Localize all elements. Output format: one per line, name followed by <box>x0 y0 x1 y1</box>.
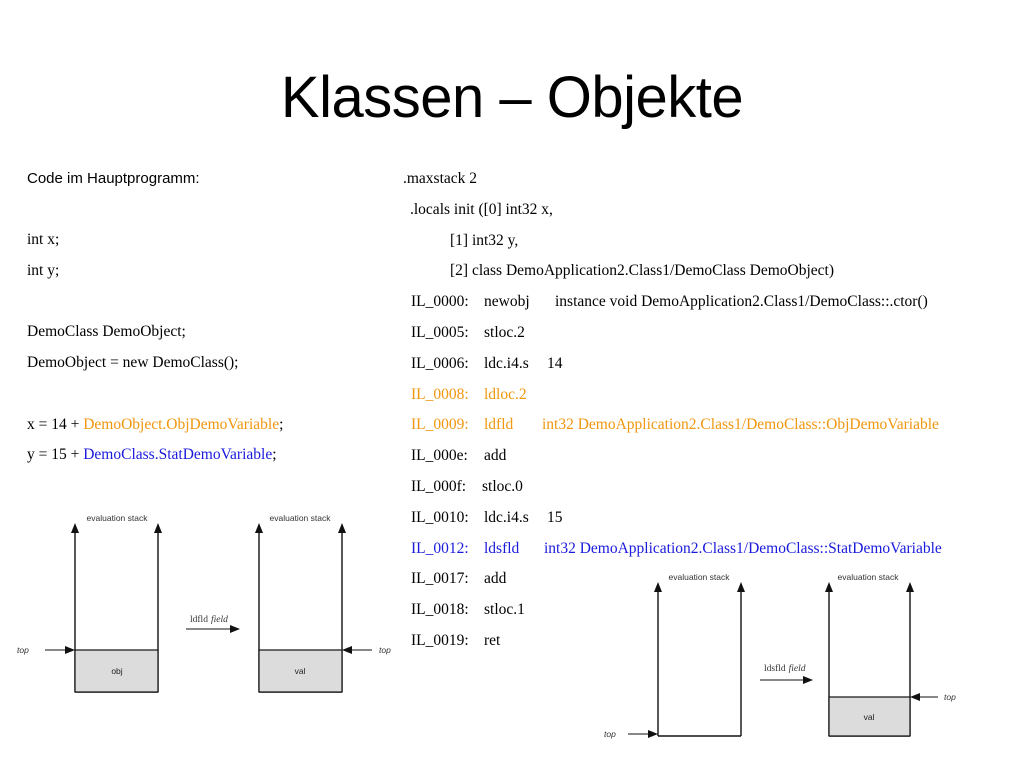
stack-cell-label: obj <box>111 666 122 676</box>
il-opcode: stloc.0 <box>482 477 523 495</box>
il-opcode: stloc.1 <box>484 601 525 619</box>
code-line-declaration: DemoClass DemoObject; <box>27 323 186 341</box>
il-text: [2] class DemoApplication2.Class1/DemoCl… <box>450 262 834 280</box>
il-label: IL_0006: <box>411 354 469 372</box>
il-text: .maxstack 2 <box>403 170 478 187</box>
il-row: IL_0019: ret <box>400 630 1020 661</box>
ldfld-stack-before: evaluation stack obj top <box>17 513 162 693</box>
il-operand: int32 DemoApplication2.Class1/DemoClass:… <box>542 416 939 434</box>
il-opcode: ldsfld <box>484 539 520 557</box>
il-opcode: ldloc.2 <box>484 385 527 403</box>
il-row-ldsfld-highlight: IL_0012: ldsfld int32 DemoApplication2.Cla… <box>400 538 1020 569</box>
stack-label: evaluation stack <box>270 513 332 523</box>
il-label: IL_0018: <box>411 601 469 619</box>
il-opcode: ldc.i4.s <box>484 354 529 372</box>
il-row: IL_0006: ldc.i4.s 14 <box>400 353 1020 384</box>
il-opcode: ldc.i4.s <box>484 508 529 526</box>
il-opcode: stloc.2 <box>484 323 525 341</box>
il-locals-2: [2] class DemoApplication2.Class1/DemoCl… <box>400 260 1020 291</box>
code-heading: Code im Hauptprogramm: <box>27 170 200 187</box>
top-label: top <box>604 729 616 739</box>
stack-cell-label: val <box>864 712 875 722</box>
ldfld-stack-after: evaluation stack val top <box>255 513 391 693</box>
slide-title: Klassen – Objekte <box>280 65 744 130</box>
il-label: IL_0012: <box>411 539 469 557</box>
ldsfld-stack-after: evaluation stack val top <box>825 572 956 737</box>
il-row: IL_000e: add <box>400 445 1020 476</box>
il-text: .locals init ([0] int32 x, <box>410 200 553 218</box>
stack-label: evaluation stack <box>87 513 149 523</box>
il-locals-0: .locals init ([0] int32 x, <box>400 199 1020 230</box>
stack-cell <box>74 649 159 693</box>
top-label: top <box>944 692 956 702</box>
stack-label: evaluation stack <box>669 572 731 582</box>
code-text: x = 14 + <box>27 415 84 433</box>
il-text: [1] int32 y, <box>450 231 519 249</box>
il-operand: instance void DemoApplication2.Class1/De… <box>555 293 928 311</box>
il-maxstack: .maxstack 2 <box>400 168 1020 199</box>
stack-cell <box>828 696 911 737</box>
il-opcode: add <box>484 570 507 588</box>
il-row: IL_0005: stloc.2 <box>400 322 1020 353</box>
il-operand: 14 <box>547 354 563 372</box>
il-row: IL_0000: newobj instance void DemoApplicat… <box>400 291 1020 322</box>
code-line-int-y: int y; <box>27 262 60 280</box>
code-line-x-assign: x = 14 + DemoObject.ObjDemoVariable; <box>27 414 387 445</box>
il-label: IL_0017: <box>411 570 469 588</box>
il-label: IL_0008: <box>411 385 469 403</box>
top-label: top <box>379 645 391 655</box>
il-locals-1: [1] int32 y, <box>400 230 1020 261</box>
il-label: IL_0009: <box>411 416 469 434</box>
il-operand: int32 DemoApplication2.Class1/DemoClass:… <box>544 539 942 557</box>
code-text: ; <box>272 446 277 464</box>
code-text: ; <box>279 415 284 433</box>
il-label: IL_0005: <box>411 323 469 341</box>
il-opcode: ret <box>484 631 501 649</box>
code-line-int-x: int x; <box>27 231 60 249</box>
ldsfld-stack-before: evaluation stack top <box>604 572 745 739</box>
stack-cell-label: val <box>295 666 306 676</box>
stack-label: evaluation stack <box>838 572 900 582</box>
il-label: IL_0000: <box>411 293 469 311</box>
il-label: IL_000e: <box>411 447 468 465</box>
il-row-ldfld-highlight: IL_0009: ldfld int32 DemoApplication2.Clas… <box>400 414 1020 445</box>
il-operand: 15 <box>547 508 563 526</box>
il-code-panel: .maxstack 2 .locals init ([0] int32 x, [… <box>400 168 1020 661</box>
il-opcode: ldfld <box>484 416 514 434</box>
il-label: IL_0019: <box>411 631 469 649</box>
il-row-ldloc-highlight: IL_0008: ldloc.2 <box>400 384 1020 415</box>
csharp-code-panel: Code im Hauptprogramm: int x; int y; Dem… <box>27 168 387 475</box>
code-line-new-object: DemoObject = new DemoClass(); <box>27 354 239 372</box>
code-text: y = 15 + <box>27 446 84 464</box>
il-opcode: newobj <box>484 293 530 311</box>
il-label: IL_000f: <box>411 477 467 495</box>
il-row: IL_000f: stloc.0 <box>400 476 1020 507</box>
static-field-ref: DemoClass.StatDemoVariable <box>83 446 273 464</box>
il-label: IL_0010: <box>411 508 469 526</box>
il-row: IL_0010: ldc.i4.s 15 <box>400 507 1020 538</box>
stack-cell <box>258 649 343 693</box>
top-label: top <box>17 645 29 655</box>
il-row: IL_0018: stloc.1 <box>400 599 1020 630</box>
il-opcode: add <box>484 447 507 465</box>
code-line-y-assign: y = 15 + DemoClass.StatDemoVariable; <box>27 444 387 475</box>
il-row: IL_0017: add <box>400 568 1020 599</box>
instance-field-ref: DemoObject.ObjDemoVariable <box>83 415 280 433</box>
